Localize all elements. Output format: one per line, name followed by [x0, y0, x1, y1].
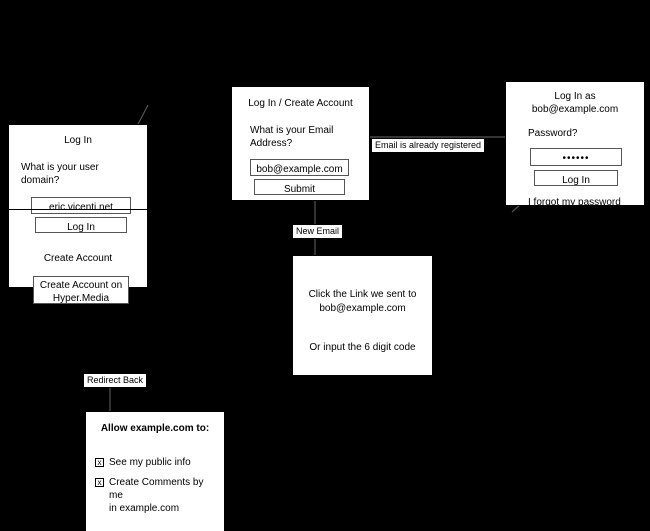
- panel-divider: [9, 209, 147, 210]
- create-account-title: Create Account: [43, 253, 113, 264]
- panel-login-as-password: Log In as bob@example.com Password? ••••…: [505, 81, 645, 208]
- login-as-button[interactable]: Log In: [534, 170, 618, 186]
- login-domain-title: Log In: [64, 135, 92, 146]
- forgot-password-link[interactable]: I forgot my password: [528, 197, 621, 208]
- panel-login-domain: Log In What is your user domain? eric.vi…: [8, 124, 148, 304]
- checkbox-public-info[interactable]: x: [95, 458, 104, 467]
- permission-row-create-comments[interactable]: x Create Comments by me in example.com: [95, 476, 216, 515]
- panel-permissions: Allow example.com to: x See my public in…: [85, 411, 225, 531]
- verify-line-2: bob@example.com: [319, 303, 406, 314]
- panel-email-verification: Click the Link we sent to bob@example.co…: [292, 255, 433, 376]
- login-domain-prompt: What is your user domain?: [21, 162, 99, 186]
- login-domain-button[interactable]: Log In: [35, 217, 127, 233]
- create-account-button[interactable]: Create Account on Hyper.Media: [33, 276, 129, 304]
- login-as-title-line2: bob@example.com: [531, 104, 619, 115]
- user-domain-input[interactable]: eric.vicenti.net: [31, 197, 131, 214]
- email-address-input[interactable]: bob@example.com: [250, 159, 349, 176]
- permission-label-create-comments-line2: in example.com: [109, 503, 180, 514]
- verify-line-3: Or input the 6 digit code: [309, 342, 416, 353]
- verify-line-1: Click the Link we sent to: [308, 289, 417, 300]
- edge-label-redirect-back: Redirect Back: [83, 373, 148, 388]
- permissions-title: Allow example.com to:: [100, 423, 210, 434]
- panel-login-create-email: Log In / Create Account What is your Ema…: [231, 86, 370, 201]
- permission-row-public-info[interactable]: x See my public info: [95, 456, 216, 469]
- permission-label-create-comments: Create Comments by me in example.com: [109, 476, 216, 515]
- submit-email-button[interactable]: Submit: [254, 179, 345, 195]
- password-prompt: Password?: [528, 128, 578, 139]
- login-create-title: Log In / Create Account: [248, 98, 353, 109]
- permission-label-create-comments-line1: Create Comments by me: [109, 477, 204, 501]
- edge-label-email-already-registered: Email is already registered: [371, 138, 486, 153]
- login-create-prompt: What is your Email Address?: [250, 125, 334, 149]
- password-input[interactable]: ••••••: [530, 148, 622, 166]
- checkbox-create-comments[interactable]: x: [95, 478, 104, 487]
- edge-label-new-email: New Email: [292, 224, 344, 239]
- login-as-title-line1: Log In as: [554, 91, 596, 102]
- permission-label-public-info: See my public info: [109, 457, 191, 468]
